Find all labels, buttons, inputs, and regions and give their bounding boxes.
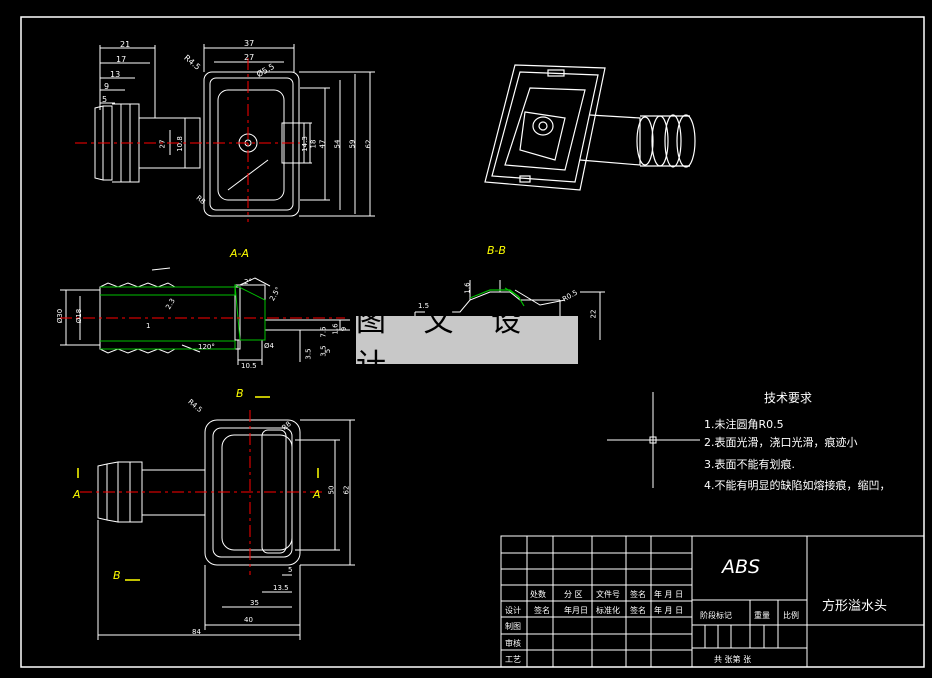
dim-22: 22 <box>589 309 598 319</box>
tb-mid-label-5: 年 月 日 <box>654 606 684 615</box>
dim-59: 59 <box>348 139 357 149</box>
front-centerlines <box>75 58 300 222</box>
dim-1-6a: 1.6 <box>331 323 340 335</box>
dim-7-5: 7.5 <box>319 326 328 338</box>
dim-84: 84 <box>192 628 201 636</box>
top-view <box>97 419 355 640</box>
dim-21: 21 <box>120 40 131 49</box>
tb-sheet-label: 共 张第 张 <box>714 655 752 664</box>
dim-18: 18 <box>309 139 318 149</box>
dim-5: 5 <box>102 95 108 104</box>
tb-left-label-3: 审核 <box>505 639 521 648</box>
dim-35: 35 <box>250 599 259 607</box>
dim-1-5: 1.5 <box>418 302 430 310</box>
tb-row-label-1: 处数 <box>530 590 546 599</box>
dim-10-5: 10.5 <box>241 362 257 370</box>
dim-14-3: 14.3 <box>300 136 309 152</box>
dim-13: 13 <box>110 70 121 79</box>
dim-9: 9 <box>340 326 349 332</box>
tb-mid-label-3: 标准化 <box>596 606 620 615</box>
dim-62b: 62 <box>342 485 351 495</box>
tb-row-label-4: 签名 <box>630 590 646 599</box>
section-bb-label: B-B <box>487 244 506 257</box>
top-centerlines <box>80 410 325 575</box>
tech-item-1: 1.未注圆角R0.5 <box>704 418 784 431</box>
tb-stage-label: 阶段标记 <box>700 611 732 620</box>
dim-dia4: Ø4 <box>264 342 274 350</box>
dim-10-8: 10.8 <box>175 136 184 152</box>
dim-2deg: 2° <box>244 278 252 286</box>
tb-mid-label-1: 签名 <box>534 606 550 615</box>
dim-47: 47 <box>318 139 327 149</box>
section-bb-hatch <box>469 287 525 307</box>
section-mark-a-right: A <box>313 488 321 501</box>
dim-9: 9 <box>104 82 110 91</box>
tech-title: 技术要求 <box>764 391 813 405</box>
tb-scale-label: 比例 <box>783 611 799 620</box>
tb-row-label-3: 文件号 <box>596 590 620 599</box>
section-mark-b-top: B <box>236 387 244 400</box>
dim-50: 50 <box>327 485 336 495</box>
dim-1: 1 <box>146 322 151 330</box>
dim-54: 54 <box>333 139 342 149</box>
dim-3-5: 3.5 <box>304 348 313 360</box>
dim-40: 40 <box>244 616 253 624</box>
section-aa-hatch <box>100 284 266 350</box>
dim-17: 17 <box>116 55 127 64</box>
title-block <box>500 535 925 668</box>
tb-left-label-2: 制图 <box>505 622 521 631</box>
tb-row-label-2: 分 区 <box>564 590 583 599</box>
dim-27b: 27 <box>158 139 167 149</box>
tb-mid-label-4: 签名 <box>630 606 646 615</box>
tech-item-4: 4.不能有明显的缺陷如熔接痕，缩凹， <box>704 479 891 492</box>
tb-row-label-5: 年 月 日 <box>654 590 684 599</box>
tech-item-3: 3.表面不能有划痕. <box>704 458 795 471</box>
dim-27: 27 <box>244 53 255 62</box>
isometric-view <box>484 64 696 191</box>
front-view <box>94 44 375 217</box>
section-mark-a-left: A <box>73 488 81 501</box>
section-aa-label: A-A <box>230 247 250 260</box>
dim-5b: 5 <box>324 348 333 354</box>
tech-crosshair <box>607 392 700 488</box>
section-markers <box>77 396 319 581</box>
part-name-label: 方形溢水头 <box>822 599 888 614</box>
dim-37: 37 <box>244 39 255 48</box>
tb-left-label-1: 设计 <box>505 606 521 615</box>
dim-13-5: 13.5 <box>273 584 289 592</box>
dim-120deg: 120° <box>198 343 215 351</box>
dim-dia30: Ø30 <box>56 308 65 324</box>
section-mark-b-bottom: B <box>113 569 121 582</box>
tb-mid-label-2: 年月日 <box>564 606 588 615</box>
watermark-banner: 图 文 设 计 <box>356 304 578 383</box>
drawing-frame <box>20 16 925 668</box>
material-label: ABS <box>722 556 761 578</box>
dim-1-6: 1.6 <box>463 282 472 294</box>
tb-weight-label: 重量 <box>754 611 770 620</box>
dim-dia18: Ø18 <box>75 308 84 324</box>
tech-item-2: 2.表面光滑，浇口光滑，痕迹小 <box>704 436 858 449</box>
dim-62: 62 <box>364 139 373 149</box>
tb-left-label-4: 工艺 <box>505 655 521 664</box>
dim-5c: 5 <box>288 566 293 574</box>
